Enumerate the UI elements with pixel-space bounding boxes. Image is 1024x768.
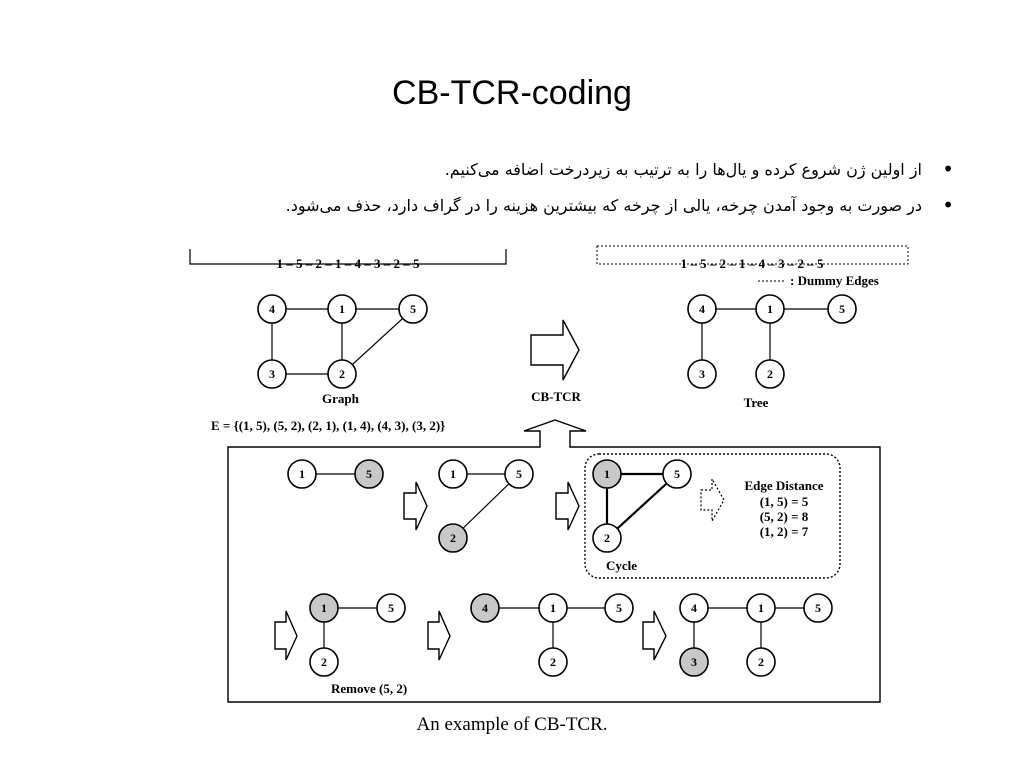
svg-text:2: 2: [767, 367, 773, 381]
step-2: 1 5 2: [438, 459, 534, 553]
svg-text:1: 1: [758, 601, 764, 615]
svg-text:1: 1: [450, 467, 456, 481]
cycle-diagram: 1 5 2: [592, 459, 692, 553]
graph-node-3: 3: [257, 359, 287, 389]
edge-distance-3: (1, 2) = 7: [760, 524, 809, 539]
tree-label: Tree: [744, 395, 769, 410]
sequence-left: 1 – 5 – 2 – 1 – 4 – 3 – 2 – 5: [189, 249, 507, 271]
figure-caption: An example of CB-TCR.: [416, 714, 608, 735]
step-arrow-2: [555, 481, 580, 531]
edge-distance-2: (5, 2) = 8: [760, 509, 809, 524]
svg-text:1: 1: [339, 302, 345, 316]
tree-node-2: 2: [755, 359, 785, 389]
edge-set-text: E = {(1, 5), (5, 2), (2, 1), (1, 4), (4,…: [211, 418, 445, 433]
svg-text:1: 1: [604, 467, 610, 481]
tree-diagram: 4 1 5 3 2: [687, 294, 857, 389]
graph-node-4: 4: [257, 294, 287, 324]
svg-text:2: 2: [604, 531, 610, 545]
svg-text:4: 4: [269, 302, 275, 316]
step-5: 4 1 5 2: [470, 593, 634, 677]
step-1: 1 5: [287, 459, 384, 489]
svg-text:2: 2: [321, 655, 327, 669]
edge-distance-title: Edge Distance: [744, 478, 823, 493]
svg-text:1: 1: [767, 302, 773, 316]
bullet-list: از اولین ژن شروع کرده و یال‌ها را به ترت…: [134, 159, 954, 232]
graph-node-2: 2: [327, 359, 357, 389]
tree-node-1: 1: [755, 294, 785, 324]
graph-node-5: 5: [398, 294, 428, 324]
svg-text:4: 4: [691, 601, 697, 615]
step-arrow-5: [642, 610, 667, 661]
svg-text:5: 5: [674, 467, 680, 481]
tree-node-5: 5: [827, 294, 857, 324]
cbtcr-arrow: [530, 319, 580, 381]
svg-text:1: 1: [299, 467, 305, 481]
remove-label: Remove (5, 2): [331, 681, 407, 696]
svg-text:1: 1: [321, 601, 327, 615]
graph-node-1: 1: [327, 294, 357, 324]
slide-title: CB-TCR-coding: [392, 74, 632, 112]
svg-text:3: 3: [691, 655, 697, 669]
svg-text:2: 2: [450, 531, 456, 545]
edge-distance-1: (1, 5) = 5: [760, 494, 809, 509]
svg-text:5: 5: [616, 601, 622, 615]
graph-label: Graph: [322, 391, 360, 406]
cbtcr-label: CB-TCR: [531, 389, 581, 404]
step-4: 1 5 2: [309, 593, 406, 677]
graph-diagram: 4 1 5 3 2: [257, 294, 428, 389]
svg-text:5: 5: [516, 467, 522, 481]
svg-text:5: 5: [410, 302, 416, 316]
svg-text:5: 5: [388, 601, 394, 615]
svg-text:5: 5: [366, 467, 372, 481]
sequence-right: 1 – 5 – 2 – 1 – 4 – 3 – 2 – 5: [596, 245, 909, 271]
svg-text:5: 5: [815, 601, 821, 615]
step-arrow-4: [427, 610, 451, 661]
bullet-item-2: در صورت به وجود آمدن چرخه، یالی از چرخه …: [134, 195, 954, 216]
cycle-label: Cycle: [606, 558, 637, 573]
step-arrow-3: [274, 610, 298, 661]
svg-text:5: 5: [839, 302, 845, 316]
dummy-edges-legend: : Dummy Edges: [790, 273, 879, 288]
tree-node-4: 4: [687, 294, 717, 324]
bullet-item-1: از اولین ژن شروع کرده و یال‌ها را به ترت…: [134, 159, 954, 180]
svg-text:2: 2: [758, 655, 764, 669]
svg-text:3: 3: [699, 367, 705, 381]
step-arrow-1: [403, 481, 428, 531]
cycle-arrow: [700, 476, 725, 524]
cycle-box: [584, 453, 841, 579]
step-6: 4 1 5 3 2: [679, 593, 833, 677]
tree-node-3: 3: [687, 359, 717, 389]
svg-text:2: 2: [339, 367, 345, 381]
svg-text:4: 4: [699, 302, 705, 316]
sequence-right-text: 1 – 5 – 2 – 1 – 4 – 3 – 2 – 5: [681, 256, 825, 271]
svg-text:1: 1: [550, 601, 556, 615]
svg-text:2: 2: [550, 655, 556, 669]
svg-text:3: 3: [269, 367, 275, 381]
svg-text:4: 4: [482, 601, 488, 615]
sequence-left-text: 1 – 5 – 2 – 1 – 4 – 3 – 2 – 5: [277, 256, 421, 271]
